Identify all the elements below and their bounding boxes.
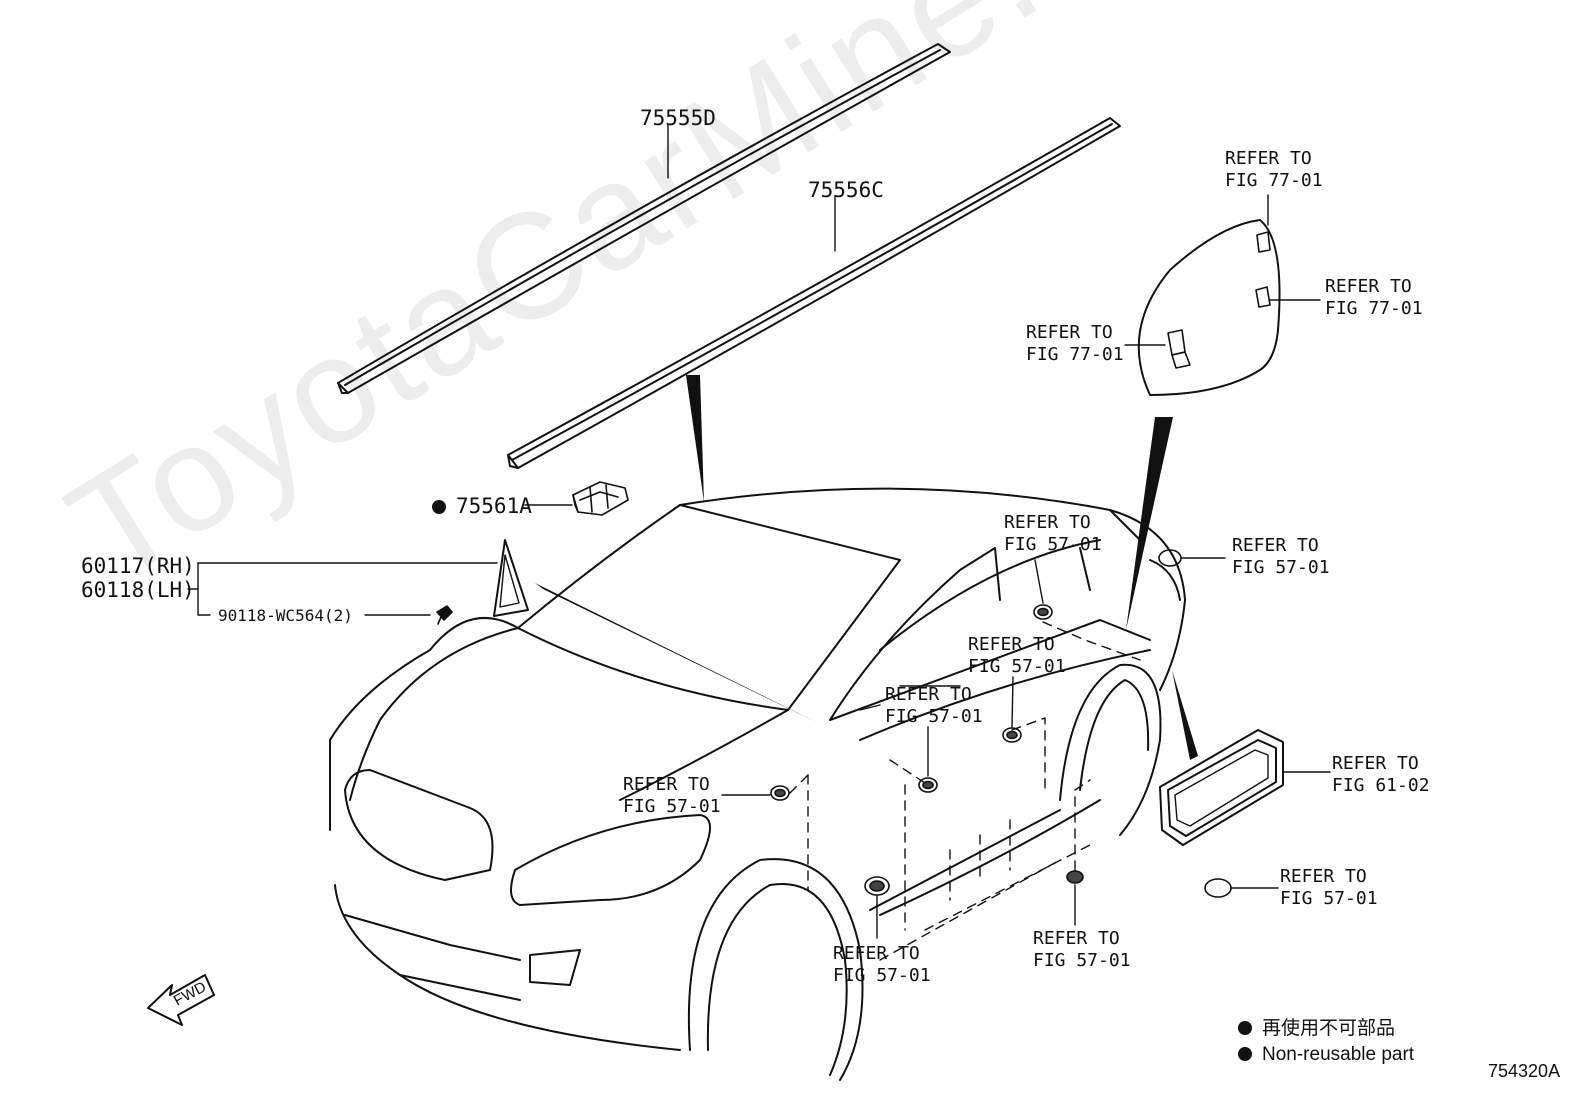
ref-line-2: FIG 77-01 [1325, 298, 1423, 319]
ref-leaders [721, 194, 1331, 939]
ref-line-2: FIG 61-02 [1332, 775, 1430, 796]
ref-line-1: REFER TO [1004, 512, 1091, 533]
ref-line-1: REFER TO [833, 943, 920, 964]
ref-line-1: REFER TO [1332, 753, 1419, 774]
ref-line-1: REFER TO [1232, 535, 1319, 556]
ref-line-1: REFER TO [885, 684, 972, 705]
pointer-pillar [535, 583, 818, 723]
pillar-garnish [493, 539, 529, 617]
ref-line-2: FIG 57-01 [968, 656, 1066, 677]
legend-en: Non-reusable part [1262, 1044, 1415, 1065]
hidden-lines [789, 621, 1141, 961]
ref-line-1: REFER TO [1026, 322, 1113, 343]
fwd-arrow-icon: FWD [147, 974, 215, 1026]
ref-line-1: REFER TO [1280, 866, 1367, 887]
ref-line-2: FIG 57-01 [1232, 557, 1330, 578]
ref-line-2: FIG 57-01 [1004, 534, 1102, 555]
clips [770, 549, 1232, 898]
label-75556C: 75556C [808, 178, 884, 202]
roof-molding-75556C [507, 117, 1121, 469]
roof-molding-75555D [337, 43, 951, 394]
pointer-mirror [1126, 417, 1173, 630]
car-body [329, 487, 1186, 1081]
bracket-60117-60118 [187, 562, 498, 616]
label-60117: 60117(RH) [81, 554, 195, 578]
legend: 再使用不可部品 Non-reusable part [1238, 1016, 1414, 1068]
pointer-duct [1172, 670, 1198, 760]
legend-row-jp: 再使用不可部品 [1238, 1016, 1414, 1042]
label-75561A: 75561A [432, 494, 532, 518]
ref-line-1: REFER TO [623, 774, 710, 795]
ref-line-2: FIG 57-01 [1280, 888, 1378, 909]
air-duct [1159, 729, 1284, 846]
label-75561A-text: 75561A [456, 494, 532, 518]
non-reusable-dot-icon [432, 500, 446, 514]
legend-jp: 再使用不可部品 [1262, 1018, 1396, 1039]
pointer-roof [686, 375, 704, 502]
ref-line-2: FIG 57-01 [885, 706, 983, 727]
ref-line-2: FIG 57-01 [1033, 950, 1131, 971]
legend-row-en: Non-reusable part [1238, 1042, 1414, 1068]
label-60118: 60118(LH) [81, 578, 195, 602]
clip-75561A [572, 481, 629, 516]
ref-line-1: REFER TO [1325, 276, 1412, 297]
legend-dot-icon [1238, 1021, 1252, 1035]
ref-line-2: FIG 77-01 [1026, 344, 1124, 365]
ref-line-1: REFER TO [968, 634, 1055, 655]
label-75555D: 75555D [640, 106, 716, 130]
ref-line-1: REFER TO [1033, 928, 1120, 949]
ref-line-1: REFER TO [1225, 148, 1312, 169]
ref-line-2: FIG 77-01 [1225, 170, 1323, 191]
ref-line-2: FIG 57-01 [833, 965, 931, 986]
ref-line-2: FIG 57-01 [623, 796, 721, 817]
label-90118: 90118-WC564(2) [218, 606, 353, 625]
legend-dot-icon [1238, 1047, 1252, 1061]
figure-id: 754320A [1488, 1061, 1561, 1081]
screw-90118 [436, 605, 453, 625]
quarter-panel-part [1137, 219, 1281, 396]
